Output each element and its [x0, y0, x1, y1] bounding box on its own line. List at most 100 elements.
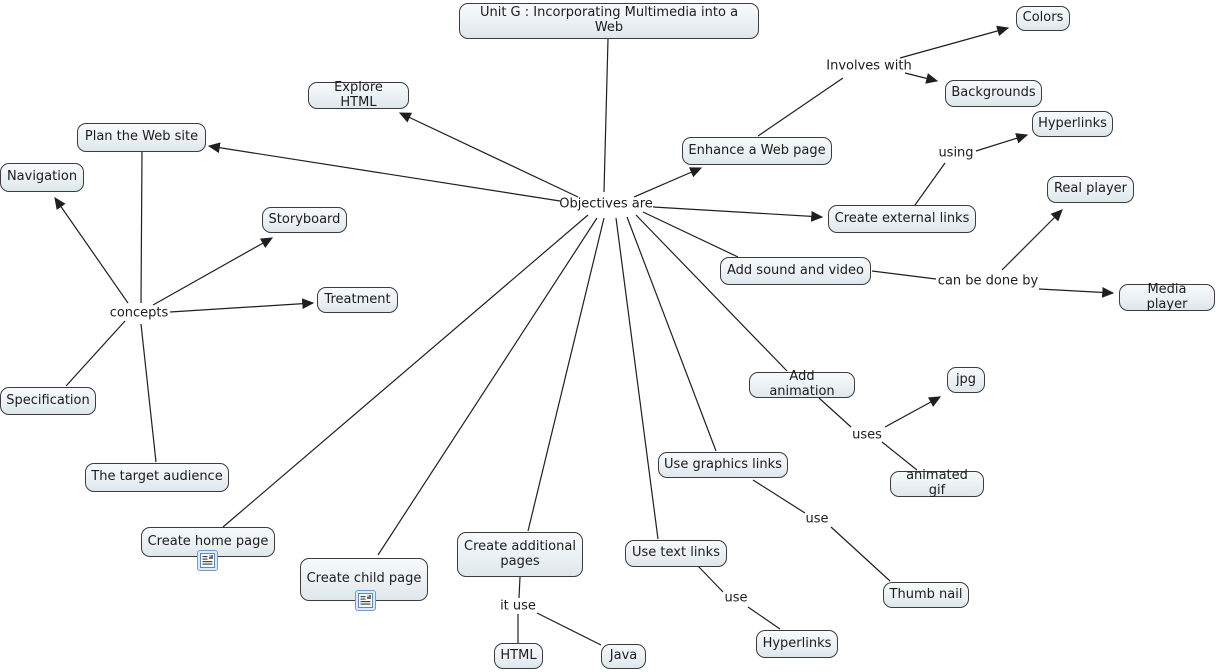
connector-line-30 — [830, 526, 891, 582]
document-resource-icon[interactable] — [355, 590, 376, 611]
connector-line-18 — [757, 77, 844, 137]
concept-node-label: Add sound and video — [727, 262, 864, 278]
connector-line-31 — [697, 565, 724, 593]
concept-node-label: Add animation — [769, 369, 835, 399]
connector-line-22 — [975, 133, 1029, 152]
connector-line-16 — [65, 320, 126, 387]
connector-line-2 — [207, 142, 561, 202]
connector-line-10 — [377, 217, 598, 556]
concept-node-add-animation[interactable]: Add animation — [749, 369, 855, 399]
connector-line-6 — [635, 214, 788, 372]
concept-node-treatment[interactable]: Treatment — [317, 287, 398, 313]
connector-line-14 — [152, 237, 274, 306]
concept-node-label: Navigation — [6, 169, 78, 185]
concept-node-explore-html[interactable]: Explore HTML — [308, 79, 409, 110]
concept-node-real-player[interactable]: Real player — [1047, 176, 1134, 203]
concept-node-jpg[interactable]: jpg — [947, 367, 985, 393]
concept-node-java[interactable]: Java — [601, 644, 646, 669]
concept-node-animated-gif[interactable]: animated gif — [890, 468, 984, 498]
concept-node-hyperlinks-top[interactable]: Hyperlinks — [1032, 111, 1113, 137]
concept-node-storyboard[interactable]: Storyboard — [262, 207, 347, 233]
link-phrase-it-use[interactable]: it use — [500, 598, 536, 614]
connector-line-28 — [881, 441, 918, 471]
concept-node-label: Create external links — [834, 210, 970, 226]
concept-node-label: Use text links — [632, 545, 720, 561]
concept-node-backgrounds[interactable]: Backgrounds — [945, 80, 1042, 107]
concept-node-label: Specification — [6, 392, 90, 408]
connector-line-12 — [140, 151, 143, 304]
connector-line-35 — [536, 612, 602, 646]
connector-line-3 — [633, 167, 703, 198]
concept-node-label: Colors — [1022, 10, 1064, 26]
connector-line-23 — [871, 270, 937, 280]
connector-line-0 — [603, 38, 609, 193]
concept-node-label: The target audience — [91, 469, 223, 485]
concept-node-enhance-a-web-page[interactable]: Enhance a Web page — [682, 137, 832, 165]
link-phrase-involves-with[interactable]: Involves with — [826, 58, 912, 74]
concept-node-use-text-links[interactable]: Use text links — [625, 540, 727, 567]
concept-node-specification[interactable]: Specification — [0, 387, 96, 415]
concept-node-label: Real player — [1053, 181, 1128, 197]
connector-line-29 — [752, 479, 806, 514]
concept-node-label: jpg — [955, 371, 977, 387]
concept-node-label: Plan the Web site — [84, 129, 199, 145]
concept-node-media-player[interactable]: Media player — [1119, 281, 1215, 312]
connector-line-26 — [818, 397, 852, 428]
connector-line-5 — [642, 211, 739, 258]
concept-node-unit-title[interactable]: Unit G : Incorporating Multimedia into a… — [459, 3, 759, 39]
link-phrase-use-text[interactable]: use — [724, 590, 748, 606]
concept-node-label: Create home page — [147, 533, 269, 549]
concept-node-html[interactable]: HTML — [494, 643, 543, 669]
link-phrase-can-be-done-by[interactable]: can be done by — [937, 273, 1039, 289]
concept-node-plan-the-web-site[interactable]: Plan the Web site — [77, 123, 206, 152]
concept-node-the-target-audience[interactable]: The target audience — [85, 463, 229, 492]
concept-node-label: Thumb nail — [889, 586, 963, 602]
concept-node-label: Hyperlinks — [1038, 115, 1107, 131]
concept-node-thumb-nail[interactable]: Thumb nail — [883, 582, 969, 608]
concept-node-add-sound-and-video[interactable]: Add sound and video — [720, 257, 871, 285]
connector-line-17 — [140, 323, 157, 463]
concept-node-label: Hyperlinks — [762, 635, 832, 651]
connector-line-13 — [54, 197, 129, 304]
concept-node-label: Java — [609, 648, 638, 664]
concept-node-label: Storyboard — [268, 211, 341, 227]
link-phrase-concepts[interactable]: concepts — [109, 305, 169, 321]
concept-node-colors[interactable]: Colors — [1016, 6, 1070, 31]
link-phrase-use-graphics[interactable]: use — [805, 511, 829, 527]
concept-node-use-graphics-links[interactable]: Use graphics links — [658, 452, 788, 478]
concept-node-label: Backgrounds — [951, 85, 1036, 101]
connector-line-33 — [518, 576, 521, 599]
connector-line-7 — [626, 216, 717, 452]
concept-node-label: Enhance a Web page — [688, 142, 826, 158]
concept-node-navigation[interactable]: Navigation — [0, 163, 84, 192]
concept-node-hyperlinks-bottom[interactable]: Hyperlinks — [756, 630, 838, 658]
connector-line-1 — [398, 112, 579, 198]
concept-node-label: Use graphics links — [664, 456, 782, 472]
connector-line-19 — [899, 25, 1010, 59]
concept-node-label: Unit G : Incorporating Multimedia into a… — [479, 5, 739, 35]
concept-node-label: Create child page — [306, 571, 422, 587]
concept-node-create-additional-pages[interactable]: Create additional pages — [457, 532, 583, 577]
connector-line-4 — [652, 206, 824, 222]
connector-line-8 — [615, 217, 659, 540]
connector-line-25 — [1038, 287, 1115, 298]
concept-node-label: animated gif — [906, 468, 968, 498]
link-phrase-uses[interactable]: uses — [852, 427, 882, 443]
concept-node-create-external-links[interactable]: Create external links — [828, 205, 976, 233]
link-phrase-objectives-are[interactable]: Objectives are — [559, 196, 653, 212]
concept-node-label: Explore HTML — [334, 79, 383, 110]
concept-node-label: Create additional pages — [464, 538, 576, 569]
connector-line-20 — [904, 72, 939, 84]
concept-node-label: Media player — [1146, 281, 1188, 312]
link-phrase-using[interactable]: using — [938, 145, 974, 161]
connector-line-32 — [747, 606, 781, 630]
document-resource-icon[interactable] — [197, 550, 218, 571]
connector-line-15 — [169, 298, 315, 313]
connector-line-27 — [884, 396, 942, 428]
connector-line-21 — [914, 162, 946, 206]
connector-line-24 — [1001, 209, 1063, 271]
concept-node-label: HTML — [500, 647, 537, 663]
connector-line-11 — [222, 214, 589, 528]
